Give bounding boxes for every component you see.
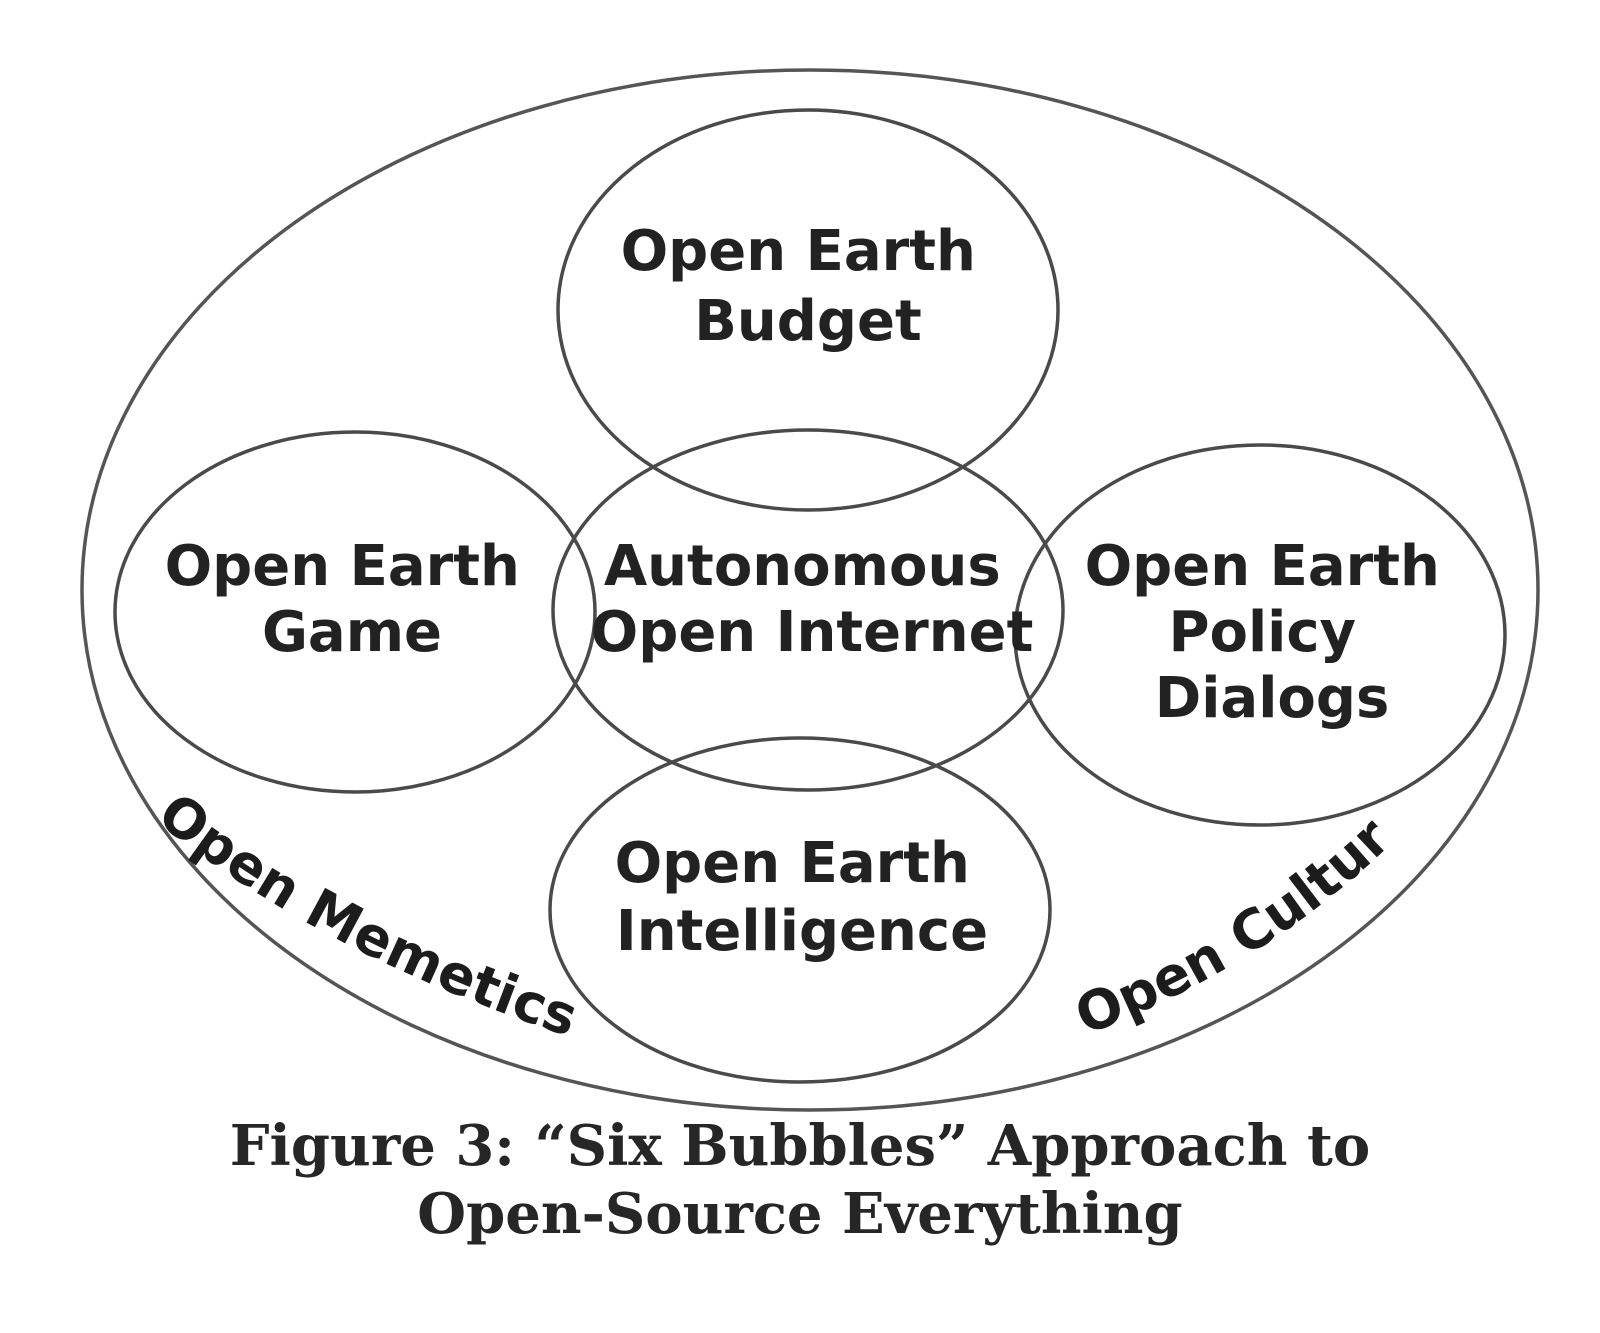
open-memetics-label: Open Memetics — [147, 781, 586, 1049]
bubble-center-label: Autonomous Open Internet — [591, 534, 1034, 665]
bubble-center-line-2: Open Internet — [591, 600, 1034, 665]
bubble-right — [1013, 443, 1507, 827]
bubble-top-line-1: Open Earth — [621, 219, 976, 284]
figure-caption: Figure 3: “Six Bubbles” Approach to Open… — [0, 1112, 1600, 1248]
bubble-right-line-1: Open Earth — [1085, 534, 1440, 599]
bubble-left-label: Open Earth Game — [165, 534, 540, 665]
bubble-right-label: Open Earth Policy Dialogs — [1085, 534, 1460, 731]
bubble-bottom-label: Open Earth Intelligence — [615, 831, 990, 964]
bubble-center-line-1: Autonomous — [604, 534, 1001, 599]
bubble-bottom — [548, 736, 1052, 1084]
bubble-left — [113, 430, 597, 794]
bubble-right-line-2: Policy — [1168, 600, 1356, 665]
bubble-bottom-line-1: Open Earth — [615, 831, 970, 896]
bubble-right-line-3: Dialogs — [1155, 666, 1390, 731]
bubble-left-line-1: Open Earth — [165, 534, 520, 599]
bubble-bottom-line-2: Intelligence — [616, 899, 988, 964]
bubble-center — [551, 428, 1065, 792]
caption-line-1: Figure 3: “Six Bubbles” Approach to — [229, 1113, 1371, 1179]
bubble-left-line-2: Game — [262, 600, 442, 665]
outer-bubble — [80, 68, 1540, 1112]
open-memetics-text: Open Memetics — [147, 781, 586, 1049]
caption-line-2: Open-Source Everything — [417, 1181, 1183, 1247]
bubble-top-line-2: Budget — [694, 289, 921, 354]
bubble-top-label: Open Earth Budget — [621, 219, 996, 354]
bubble-top — [556, 108, 1060, 512]
